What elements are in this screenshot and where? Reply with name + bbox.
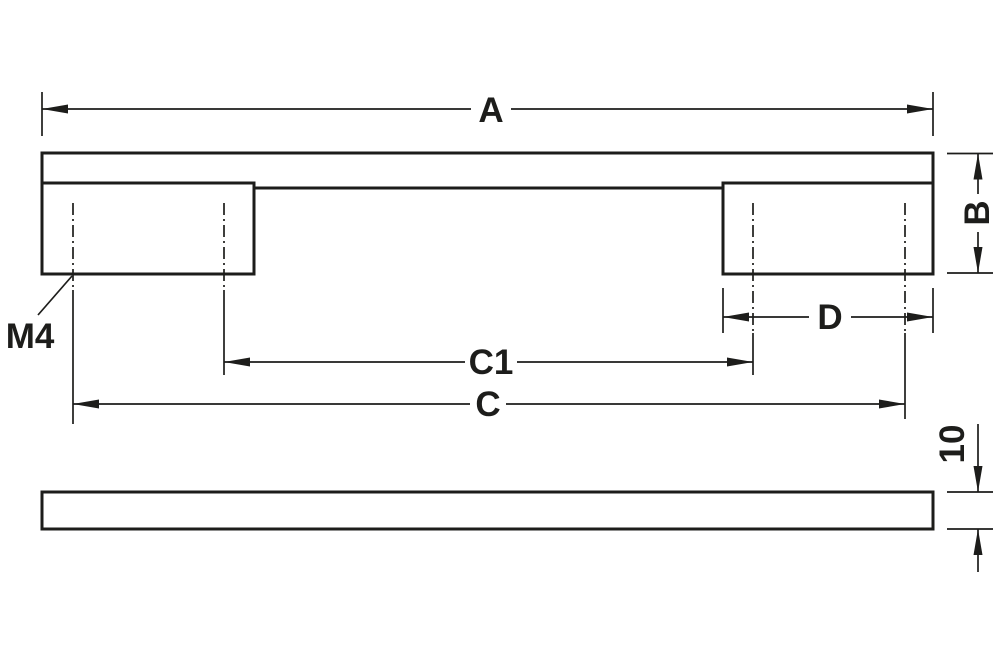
dimension-c: C [72, 290, 906, 424]
dimension-a: A [41, 91, 934, 136]
thread-callout: M4 [6, 275, 73, 356]
arrowhead-left [73, 399, 99, 409]
dim-label-b: B [958, 200, 997, 225]
bottom-view [40, 490, 935, 531]
arrowhead-left [723, 312, 749, 322]
dim-label-a: A [478, 91, 503, 130]
dimension-d: D [722, 288, 934, 337]
arrowhead-right [879, 399, 905, 409]
arrowhead-down [973, 247, 983, 273]
mounting-post-left [40, 181, 256, 276]
arrowhead-up [973, 529, 983, 555]
dim-label-c: C [475, 385, 500, 424]
arrowhead-right [907, 312, 933, 322]
dimension-thickness: 10 [933, 424, 993, 572]
dimension-c1: C1 [223, 290, 754, 382]
thread-label: M4 [6, 317, 55, 356]
arrowhead-left [224, 357, 250, 367]
dim-label-c1: C1 [469, 343, 514, 382]
dim-label-d: D [817, 298, 842, 337]
arrowhead-right [727, 357, 753, 367]
mounting-post-right [721, 181, 935, 276]
arrowhead-down [973, 466, 983, 492]
dimension-b: B [947, 152, 997, 274]
handle-bar-section [40, 490, 935, 531]
arrowhead-right [907, 104, 933, 114]
arrowhead-up [973, 153, 983, 180]
front-view [40, 151, 935, 333]
leader-line [37, 275, 73, 316]
dim-label-thickness: 10 [933, 425, 972, 464]
arrowhead-left [42, 104, 68, 114]
